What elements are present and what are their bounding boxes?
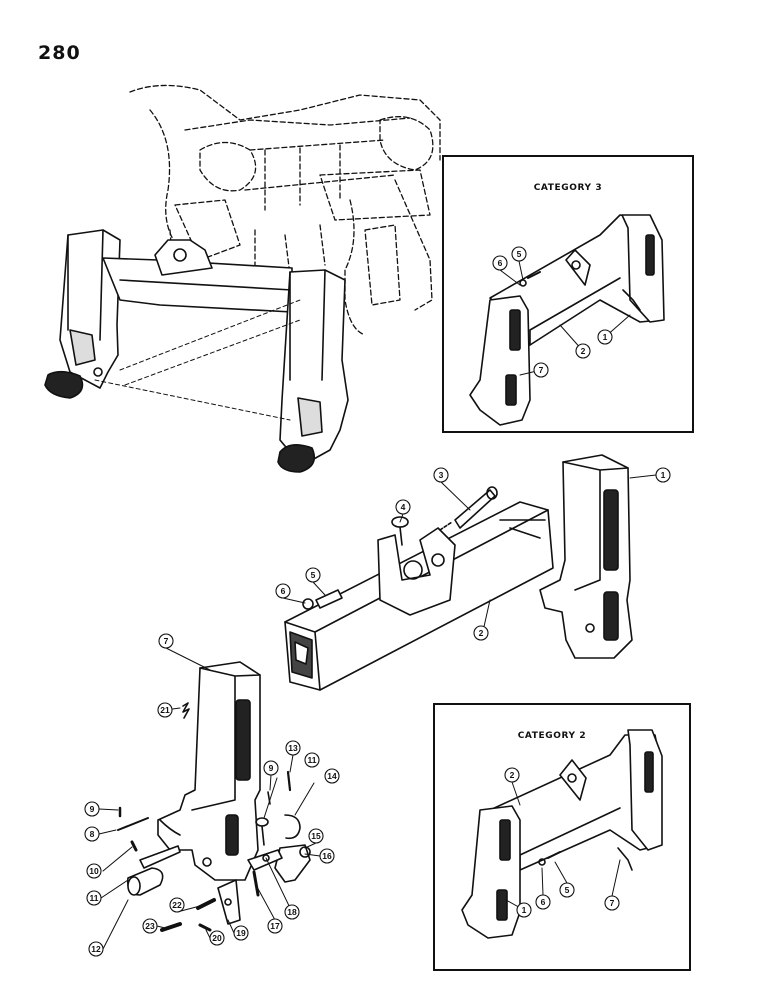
part-5-6-bolt xyxy=(302,589,343,610)
small-parts-cluster xyxy=(117,702,311,932)
category-2-coupler xyxy=(461,729,663,939)
callout-circles xyxy=(84,246,671,957)
part-1-hook xyxy=(539,454,633,659)
part-2-crossbeam xyxy=(284,501,554,691)
category-2-inset: CATEGORY 2 xyxy=(433,703,691,971)
part-7-hook xyxy=(157,661,261,881)
part-3-pin xyxy=(439,486,498,531)
category-3-coupler xyxy=(469,214,665,426)
category-2-title: CATEGORY 2 xyxy=(517,731,587,741)
part-4-linch-pin xyxy=(391,516,409,546)
category-3-title: CATEGORY 3 xyxy=(533,183,603,193)
assembled-quick-coupler xyxy=(44,229,349,473)
page-number: 280 xyxy=(38,42,81,64)
category-3-inset: CATEGORY 3 xyxy=(442,155,694,433)
